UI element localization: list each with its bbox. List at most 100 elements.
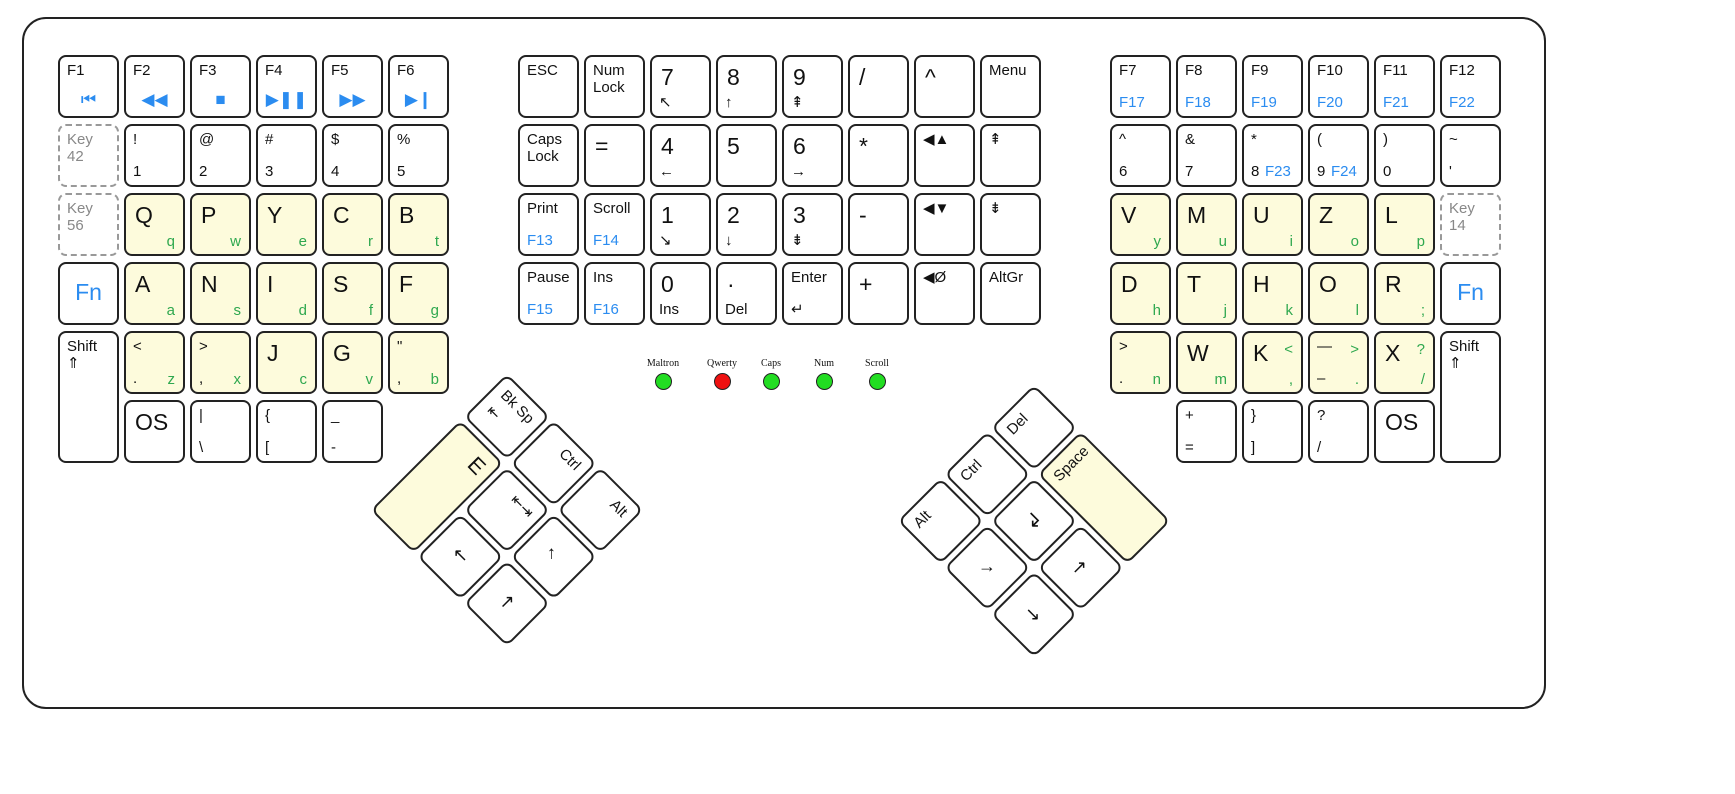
key-k[interactable]: K,< [1242,331,1303,394]
key-symbol[interactable]: &7 [1176,124,1237,187]
key-symbol[interactable]: ^6 [1110,124,1171,187]
key-symbol[interactable]: %5 [388,124,449,187]
key-symbol[interactable]: <.z [124,331,185,394]
key-menu[interactable]: Menu [980,55,1041,118]
key-symbol[interactable]: _- [322,400,383,463]
key-r[interactable]: R; [1374,262,1435,325]
key-key-14[interactable]: Key 14 [1440,193,1501,256]
key-shift[interactable]: Shift ⇑ [1440,331,1501,463]
key-fn[interactable]: Fn [1440,262,1501,325]
key-symbol[interactable]: —–.> [1308,331,1369,394]
key-os[interactable]: OS [124,400,185,463]
key-fn[interactable]: Fn [58,262,119,325]
key-x[interactable]: X/? [1374,331,1435,394]
key-symbol[interactable]: += [1176,400,1237,463]
key-symbol[interactable]: }] [1242,400,1303,463]
key-f4[interactable]: F4▶❚❚ [256,55,317,118]
key-key-42[interactable]: Key 42 [58,124,119,187]
key-symbol[interactable]: = [584,124,645,187]
key-symbol[interactable]: ·Del [716,262,777,325]
key-f2[interactable]: F2◀◀ [124,55,185,118]
key-symbol[interactable]: ?/ [1308,400,1369,463]
key-symbol[interactable]: ◀Ø [914,262,975,325]
key-symbol[interactable]: >,x [190,331,251,394]
key-symbol[interactable]: ~' [1440,124,1501,187]
key-symbol[interactable]: ◀▼ [914,193,975,256]
key-symbol[interactable]: + [848,262,909,325]
key-symbol[interactable]: !1 [124,124,185,187]
key-num-lock[interactable]: Num Lock [584,55,645,118]
key-symbol[interactable]: - [848,193,909,256]
key-f6[interactable]: F6▶❙ [388,55,449,118]
key-symbol[interactable]: * [848,124,909,187]
key-caps-lock[interactable]: Caps Lock [518,124,579,187]
key-symbol[interactable]: |\ [190,400,251,463]
key-symbol[interactable]: {[ [256,400,317,463]
key-symbol[interactable]: @2 [190,124,251,187]
key-3[interactable]: 3⇟ [782,193,843,256]
key-f5[interactable]: F5▶▶ [322,55,383,118]
key-9[interactable]: 9⇞ [782,55,843,118]
key-esc[interactable]: ESC [518,55,579,118]
key-shift[interactable]: Shift ⇑ [58,331,119,463]
key-altgr[interactable]: AltGr [980,262,1041,325]
key-key-56[interactable]: Key 56 [58,193,119,256]
key-symbol[interactable]: >.n [1110,331,1171,394]
key-symbol[interactable]: ^ [914,55,975,118]
key-symbol[interactable]: ◀▲ [914,124,975,187]
key-os[interactable]: OS [1374,400,1435,463]
key-symbol[interactable]: ⇞ [980,124,1041,187]
key-5[interactable]: 5 [716,124,777,187]
key-symbol[interactable]: $4 [322,124,383,187]
key-symbol[interactable]: #3 [256,124,317,187]
key-6[interactable]: 6→ [782,124,843,187]
key-symbol[interactable]: ",b [388,331,449,394]
key-symbol[interactable]: / [848,55,909,118]
key-2[interactable]: 2↓ [716,193,777,256]
key-4[interactable]: 4← [650,124,711,187]
key-f3[interactable]: F3■ [190,55,251,118]
key-symbol[interactable]: ⇟ [980,193,1041,256]
key-8[interactable]: 8↑ [716,55,777,118]
key-f1[interactable]: F1⏮ [58,55,119,118]
key-1[interactable]: 1↘ [650,193,711,256]
key-enter[interactable]: Enter↵ [782,262,843,325]
key-symbol[interactable]: )0 [1374,124,1435,187]
key-7[interactable]: 7↖ [650,55,711,118]
